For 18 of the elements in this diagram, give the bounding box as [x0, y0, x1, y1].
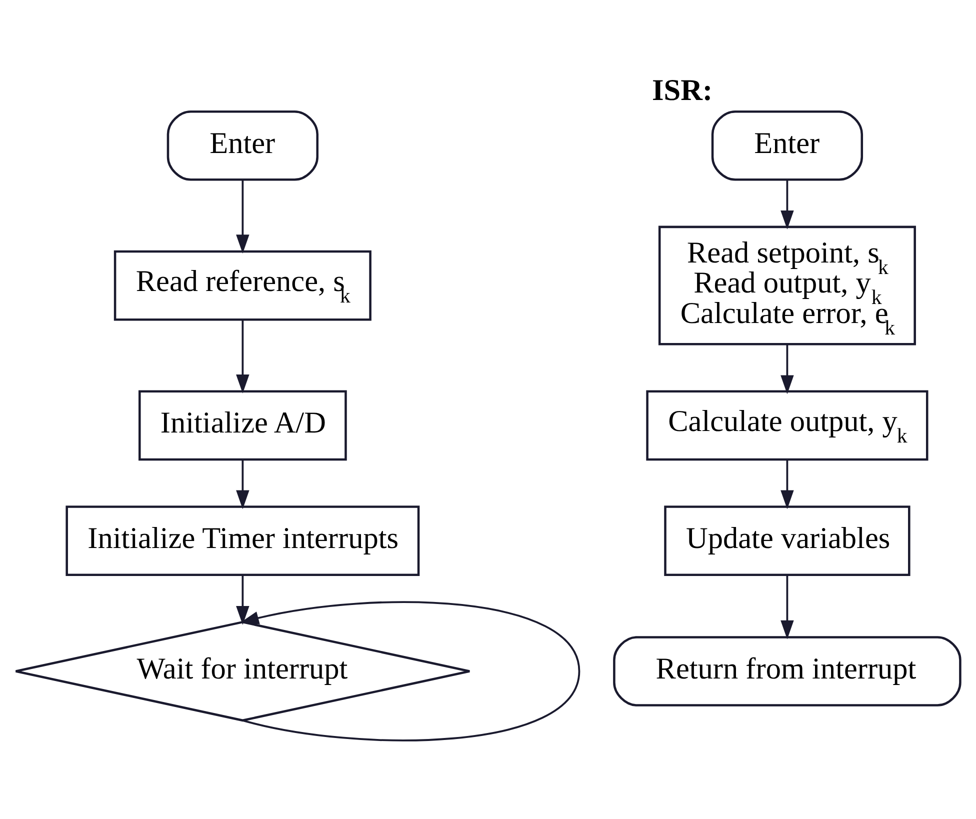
node-box: Calculate output, y$_{k}$ [646, 390, 928, 461]
arrow [780, 460, 794, 510]
node-label: ISR: [652, 72, 713, 107]
arrow [236, 460, 250, 510]
arrow [236, 320, 250, 394]
arrow [236, 575, 250, 625]
node-box: Read setpoint, s$_{k}$ Read output, y$_{k}$ Calculate error, e$_{k}$ [658, 226, 916, 346]
node-box: Initialize Timer interrupts [66, 506, 420, 576]
arrow [236, 180, 250, 254]
node-box: Update variables [664, 506, 910, 576]
node-box: Enter [711, 110, 864, 181]
node-box: Enter [166, 110, 318, 181]
arrow [780, 344, 794, 394]
arrow [780, 180, 794, 230]
arrow [780, 575, 794, 640]
node-diamond: Wait for interrupt [14, 620, 471, 722]
node-box: Initialize A/D [138, 390, 347, 461]
node-box: Return from interrupt [613, 636, 962, 706]
